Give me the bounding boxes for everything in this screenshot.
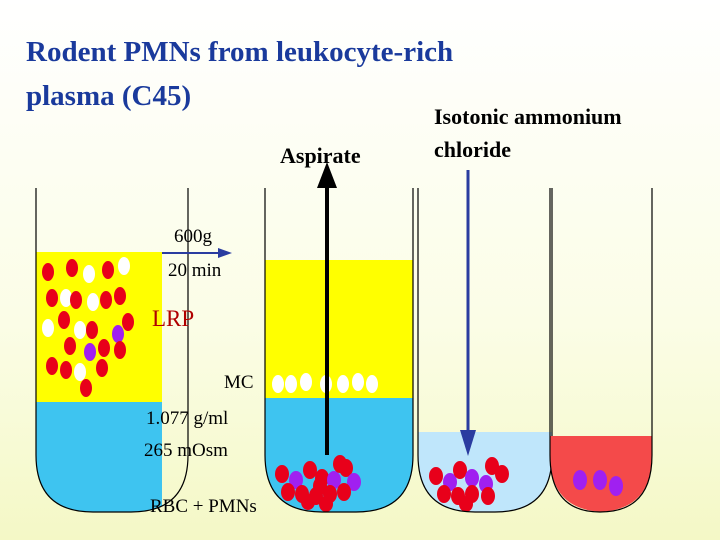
plasma-layer-centrifuged: [265, 260, 413, 372]
plasma-layer: [36, 252, 162, 404]
tube-1: [35, 188, 189, 513]
tube-3: [417, 188, 553, 513]
aspirate-label: Aspirate: [280, 143, 361, 168]
title-line-2: plasma (C45): [26, 80, 192, 112]
centrifuge-speed-label: 600g: [174, 226, 212, 247]
cell-suspension: [42, 257, 134, 397]
ammonium-label-line-2: chloride: [434, 137, 511, 162]
osmolality-label: 265 mOsm: [144, 440, 228, 461]
centrifuge-time-label: 20 min: [168, 260, 222, 281]
ammonium-chloride-label: Isotonic ammonium chloride: [434, 100, 622, 166]
aspirate-arrow: [317, 162, 337, 455]
lrp-label: LRP: [152, 306, 195, 331]
pmn-cell: [593, 470, 607, 490]
pmn-cell: [573, 470, 587, 490]
centrifuge-arrow: [162, 248, 232, 258]
tube-3-pellet: [429, 457, 509, 512]
pmn-cell: [609, 476, 623, 496]
density-label: 1.077 g/ml: [146, 408, 229, 429]
mononuclear-cell-band: [272, 373, 378, 393]
title-line-1: Rodent PMNs from leukocyte-rich: [26, 36, 454, 68]
tube-2: [264, 188, 414, 513]
rbc-pmn-pellet: [275, 455, 361, 512]
mc-label: MC: [224, 372, 254, 393]
ammonium-label-line-1: Isotonic ammonium: [434, 104, 622, 129]
ammonium-arrow: [460, 170, 476, 456]
separation-medium-layer: [36, 402, 162, 512]
page-title: Rodent PMNs from leukocyte-rich plasma (…: [26, 30, 453, 118]
pellet-label: RBC + PMNs: [150, 496, 257, 517]
tube-4: [549, 188, 653, 513]
